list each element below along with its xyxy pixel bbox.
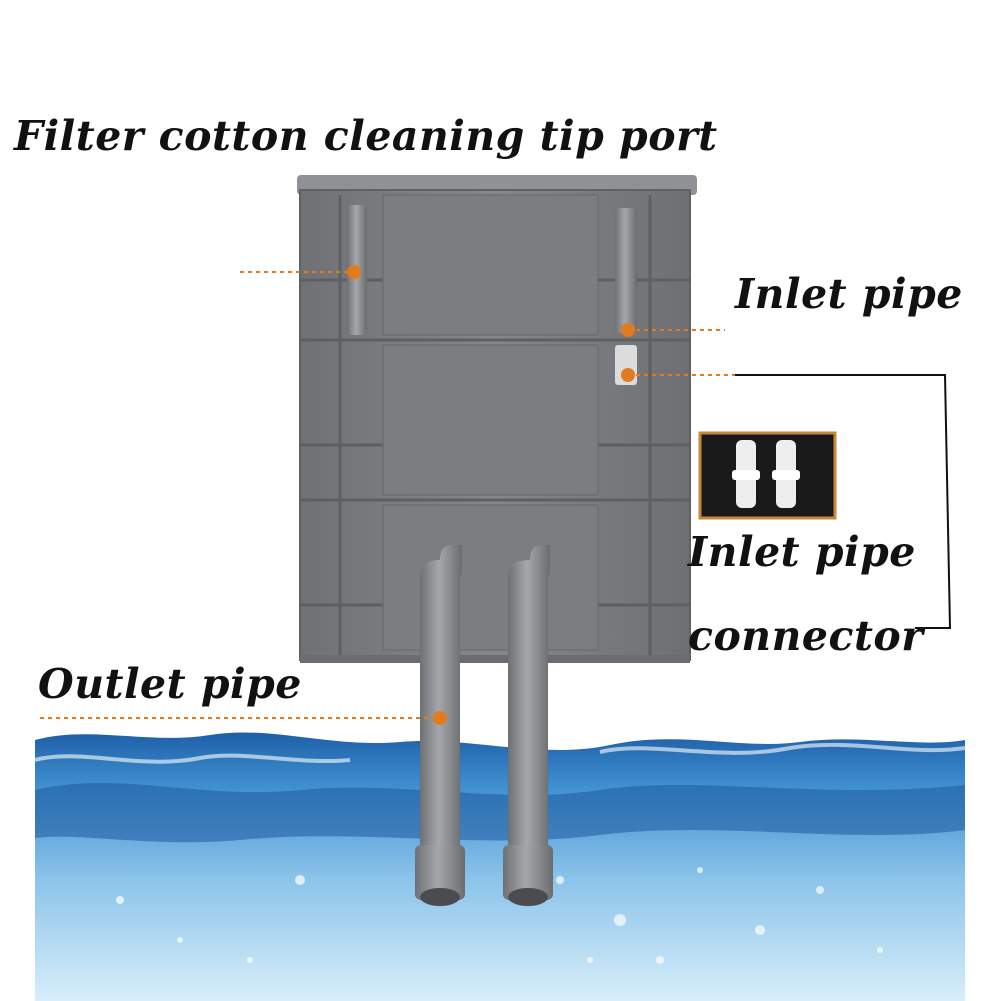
marker-inlet-pipe bbox=[621, 323, 635, 337]
connector-label-line2: connector bbox=[688, 612, 924, 660]
water-splash bbox=[34, 732, 966, 1001]
marker-outlet-pipe bbox=[433, 711, 447, 725]
connector-label-line1: Inlet pipe bbox=[688, 528, 916, 576]
callouts bbox=[40, 271, 735, 719]
marker-connector bbox=[621, 368, 635, 382]
outlet-pipe-label: Outlet pipe bbox=[38, 660, 302, 708]
filter-port-label: Filter cotton cleaning tip port bbox=[14, 112, 718, 160]
connector-bracket bbox=[735, 374, 952, 629]
connector-inset bbox=[698, 431, 837, 520]
marker-filter-port bbox=[347, 265, 361, 279]
outlet-pipes bbox=[415, 545, 553, 906]
inlet-pipe-label: Inlet pipe bbox=[735, 270, 963, 318]
filter-box bbox=[297, 175, 697, 663]
